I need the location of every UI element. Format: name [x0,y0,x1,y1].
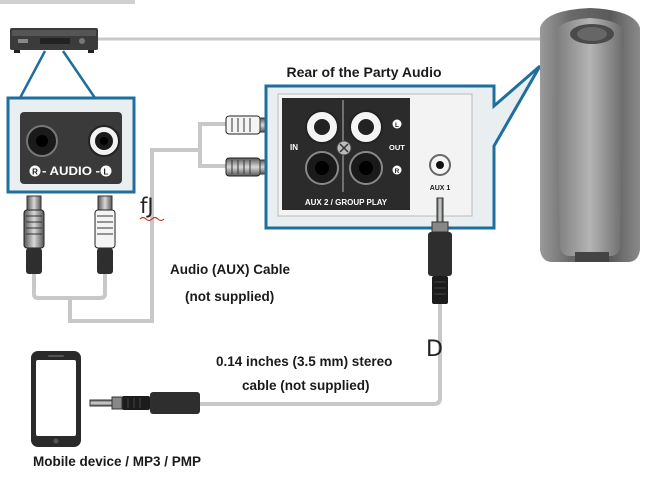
spellcheck-underline [139,216,165,222]
in-label: IN [290,143,298,152]
party-audio-speaker [540,8,640,262]
svg-text:- AUDIO -: - AUDIO - [42,166,100,178]
mobile-device-label: Mobile device / MP3 / PMP [33,454,201,469]
aux-cable-bottom-loop [32,274,107,300]
rca-plug-left-red [23,195,45,274]
r-badge: R [32,168,38,177]
source-device-icon [10,28,98,53]
l-badge: L [104,168,109,177]
source-audio-label: R - AUDIO - L [29,165,112,178]
aux-cable [68,122,226,323]
stereo-plug-aux1 [428,197,452,304]
aux1-label: AUX 1 [430,185,451,192]
aux-cable-label-2: (not supplied) [185,289,274,304]
stereo-cable-label-2: cable (not supplied) [242,378,370,393]
stereo-cable [200,304,442,406]
top-bar-fragment [0,0,135,4]
rear-panel: IN L OUT R AUX 2 / GROUP PLAY AUX 1 [277,93,473,217]
source-jack-panel [6,96,136,194]
stereo-cable-label-1: 0.14 inches (3.5 mm) stereo [216,354,392,369]
aux2-label: AUX 2 / GROUP PLAY [305,198,388,207]
out-l-mark: L [395,122,399,129]
out-label: OUT [389,143,405,152]
mobile-device-icon [31,351,81,447]
mark-fj: fJ [140,194,154,218]
stereo-plug-mobile [89,392,200,414]
source-callout-lines [18,50,97,99]
mark-d: D [426,337,443,362]
aux-cable-label-1: Audio (AUX) Cable [170,262,290,277]
diagram-title: Rear of the Party Audio [286,64,441,80]
out-r-mark: R [395,168,400,175]
rca-plug-left-white [94,195,116,274]
